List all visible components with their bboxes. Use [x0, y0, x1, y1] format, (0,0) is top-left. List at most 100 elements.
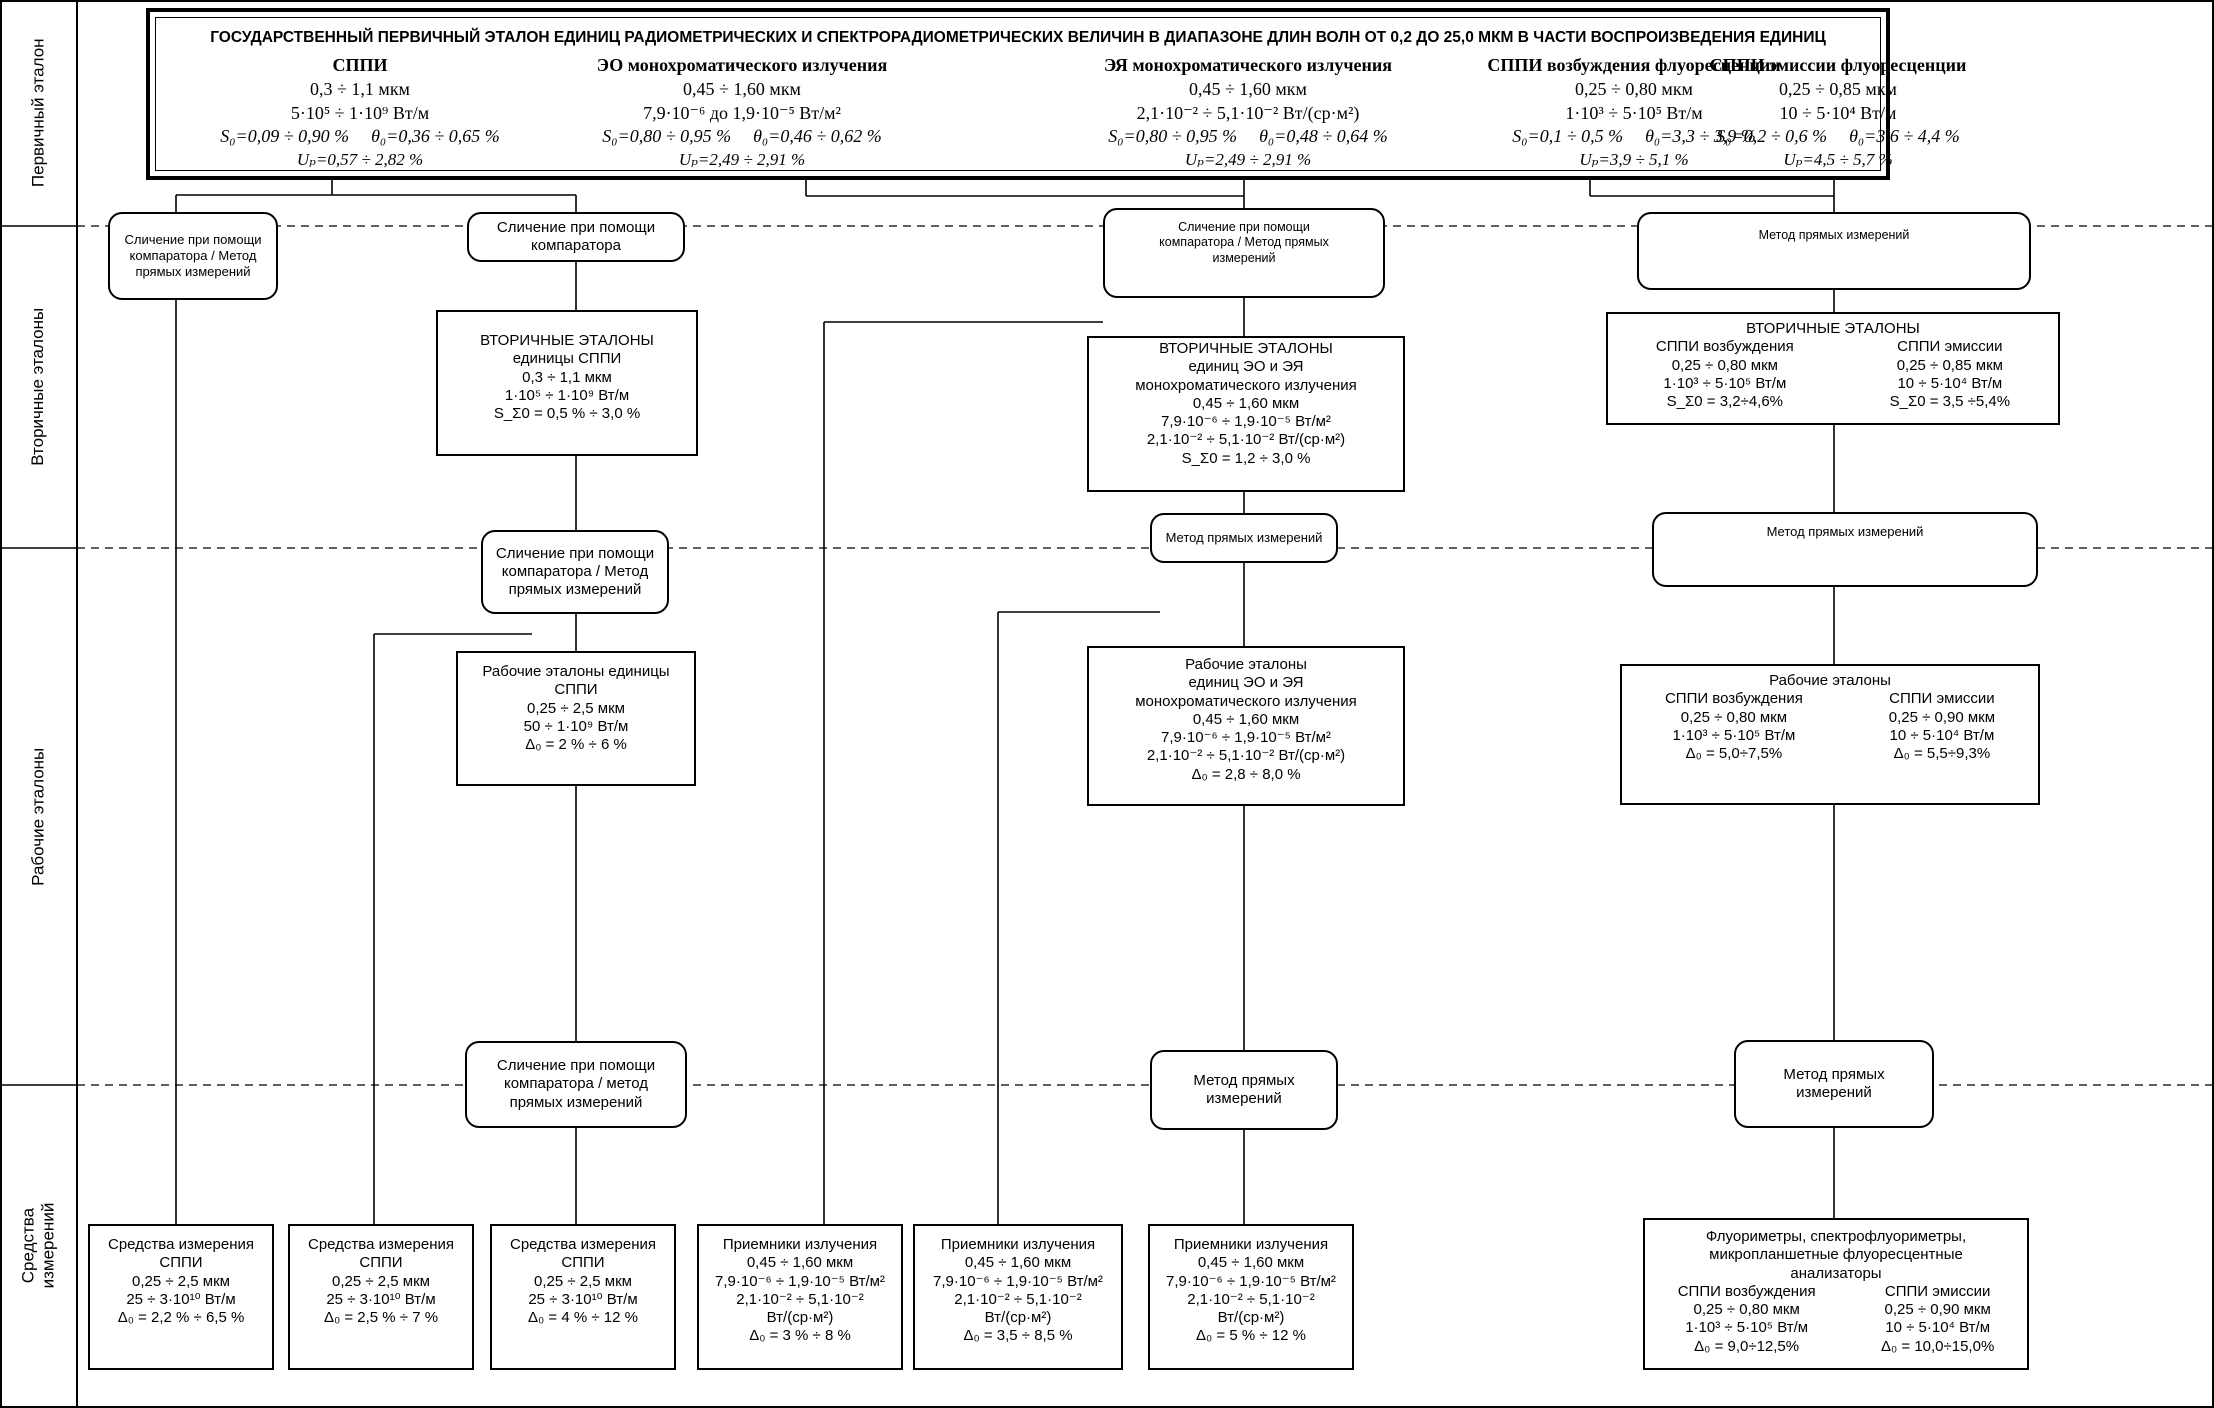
text-line: Вт/(ср·м²) [1217, 1309, 1285, 1327]
text-line: прямых измерений [508, 581, 642, 599]
text-line: 0,25 ÷ 2,5 мкм [332, 1272, 430, 1290]
text-line: 0,25 ÷ 2,5 мкм [527, 699, 625, 717]
text-line: прямых измерений [509, 1093, 643, 1111]
text-line: Рабочие эталоны [1185, 656, 1307, 673]
text-line: микропланшетные флуоресцентные [1709, 1246, 1963, 1264]
text-line: СППИ эмиссии [1889, 690, 1995, 708]
text-line: Δ₀ = 10,0÷15,0% [1880, 1337, 1995, 1355]
primary-standard-box: ГОСУДАРСТВЕННЫЙ ПЕРВИЧНЫЙ ЭТАЛОН ЕДИНИЦ … [146, 8, 1966, 180]
text-line: единицы СППИ [512, 350, 622, 368]
text-line: 1·10³ ÷ 5·10⁵ Вт/м [1663, 374, 1787, 392]
primary-column-eo: ЭО монохроматического излучения 0,45 ÷ 1… [596, 55, 888, 169]
text-line: Δ₀ = 2,5 % ÷ 7 % [323, 1309, 439, 1327]
text-line: единиц ЭО и ЭЯ [1188, 674, 1304, 692]
text-line: Метод прямых [1783, 1065, 1885, 1083]
text-line: 25 ÷ 3·10¹⁰ Вт/м [326, 1290, 436, 1308]
instruments-fluor-title: Флуориметры, спектрофлуориметры,микропла… [1706, 1228, 1966, 1283]
text-line: 50 ÷ 1·10⁹ Вт/м [523, 717, 629, 735]
text-line: 2,1·10⁻² ÷ 5,1·10⁻² [954, 1290, 1082, 1308]
method-box-m6: Метод прямых измерений [1150, 513, 1338, 563]
text-line: Сличение при помощи [124, 232, 262, 248]
text-line: 10 ÷ 5·10⁴ Вт/м [1889, 726, 1995, 744]
text-line: 7,9·10⁻⁶ ÷ 1,9·10⁻⁵ Вт/м² [715, 1272, 885, 1290]
text-line: S_Σ0 = 3,2÷4,6% [1666, 393, 1784, 411]
primary-standard-title: ГОСУДАРСТВЕННЫЙ ПЕРВИЧНЫЙ ЭТАЛОН ЕДИНИЦ … [210, 29, 1826, 46]
primary-column-ey: ЭЯ монохроматического излучения 0,45 ÷ 1… [1104, 55, 1392, 169]
method-box-m7: Метод прямых измерений [1652, 512, 2038, 587]
text-line: компаратора [531, 237, 621, 254]
text-line: прямых измерений [135, 263, 251, 279]
text-line: Δ₀ = 5,0÷7,5% [1685, 745, 1783, 763]
connectors [175, 180, 1835, 1224]
text-line: Средства измерения [509, 1236, 656, 1253]
text-line: компаратора / метод [503, 1075, 649, 1093]
text-line: СППИ [159, 1254, 203, 1272]
text-line: Метод прямых измерений [1165, 530, 1323, 546]
text-line: Сличение при помощи [496, 1057, 656, 1075]
text-line: СППИ эмиссии [1884, 1282, 1991, 1300]
lane-label-secondary: Вторичные эталоны [28, 308, 48, 466]
lane-label-working: Рабочие эталоны [28, 747, 48, 886]
text-line: 0,45 ÷ 1,60 мкм [1192, 710, 1300, 728]
text-line: Средства измерения [307, 1236, 454, 1253]
text-line: 7,9·10⁻⁶ ÷ 1,9·10⁻⁵ Вт/м² [1161, 729, 1331, 747]
text-line: Δ₀ = 9,0÷12,5% [1694, 1337, 1800, 1355]
text-line: 0,25 ÷ 0,90 мкм [1884, 1301, 1991, 1319]
text-line: Δ₀ = 2 % ÷ 6 % [525, 736, 627, 754]
lane-label-instruments: Средства измерений [0, 1085, 76, 1407]
instruments-box-fluorometers: Флуориметры, спектрофлуориметры,микропла… [1643, 1218, 2029, 1370]
text-line: 25 ÷ 3·10¹⁰ Вт/м [528, 1290, 638, 1308]
text-line: ВТОРИЧНЫЕ ЭТАЛОНЫ [480, 332, 654, 349]
text-line: 0,25 ÷ 0,90 мкм [1888, 708, 1996, 726]
text-line: Метод прямых измерений [1758, 228, 1910, 242]
text-line: 1·10³ ÷ 5·10⁵ Вт/м [1672, 726, 1796, 744]
text-line: Δ₀ = 5,5÷9,3% [1893, 745, 1991, 763]
text-line: ВТОРИЧНЫЕ ЭТАЛОНЫ [1159, 340, 1333, 357]
lane-label-primary: Первичный эталон [28, 38, 48, 188]
text-line: СППИ эмиссии [1897, 338, 2003, 356]
text-line: S_Σ0 = 0,5 % ÷ 3,0 % [493, 405, 641, 423]
text-line: 2,1·10⁻² ÷ 5,1·10⁻² [1187, 1290, 1315, 1308]
text-line: 2,1·10⁻² ÷ 5,1·10⁻² Вт/(ср·м²) [1146, 431, 1346, 449]
text-line: 25 ÷ 3·10¹⁰ Вт/м [126, 1290, 236, 1308]
text-line: 7,9·10⁻⁶ ÷ 1,9·10⁻⁵ Вт/м² [1166, 1272, 1336, 1290]
primary-column-sppi: СППИ 0,3 ÷ 1,1 мкм 5·10⁵ ÷ 1·10⁹ Вт/м S₀… [220, 55, 500, 169]
text-line: 1·10³ ÷ 5·10⁵ Вт/м [1685, 1319, 1809, 1337]
text-line: 0,25 ÷ 2,5 мкм [534, 1272, 632, 1290]
text-line: измерений [1206, 1090, 1282, 1107]
text-line: 0,45 ÷ 1,60 мкм [964, 1254, 1072, 1272]
text-line: 0,25 ÷ 0,85 мкм [1896, 356, 2003, 374]
text-line: Δ₀ = 2,2 % ÷ 6,5 % [117, 1309, 245, 1327]
text-line: измерений [1212, 250, 1276, 265]
text-line: измерений [1796, 1084, 1872, 1101]
text-line: Δ₀ = 3,5 ÷ 8,5 % [963, 1327, 1073, 1345]
text-line: 0,45 ÷ 1,60 мкм [746, 1254, 854, 1272]
text-line: 0,25 ÷ 2,5 мкм [132, 1272, 230, 1290]
text-line: Приемники излучения [1173, 1236, 1329, 1253]
text-line: СППИ возбуждения [1655, 338, 1794, 356]
text-line: СППИ [554, 681, 598, 699]
text-line: монохроматического излучения [1135, 376, 1357, 394]
text-line: Δ₀ = 3 % ÷ 8 % [749, 1327, 851, 1345]
text-line: 7,9·10⁻⁶ ÷ 1,9·10⁻⁵ Вт/м² [933, 1272, 1103, 1290]
text-line: Флуориметры, спектрофлуориметры, [1705, 1228, 1967, 1245]
text-line: СППИ возбуждения [1664, 690, 1803, 708]
